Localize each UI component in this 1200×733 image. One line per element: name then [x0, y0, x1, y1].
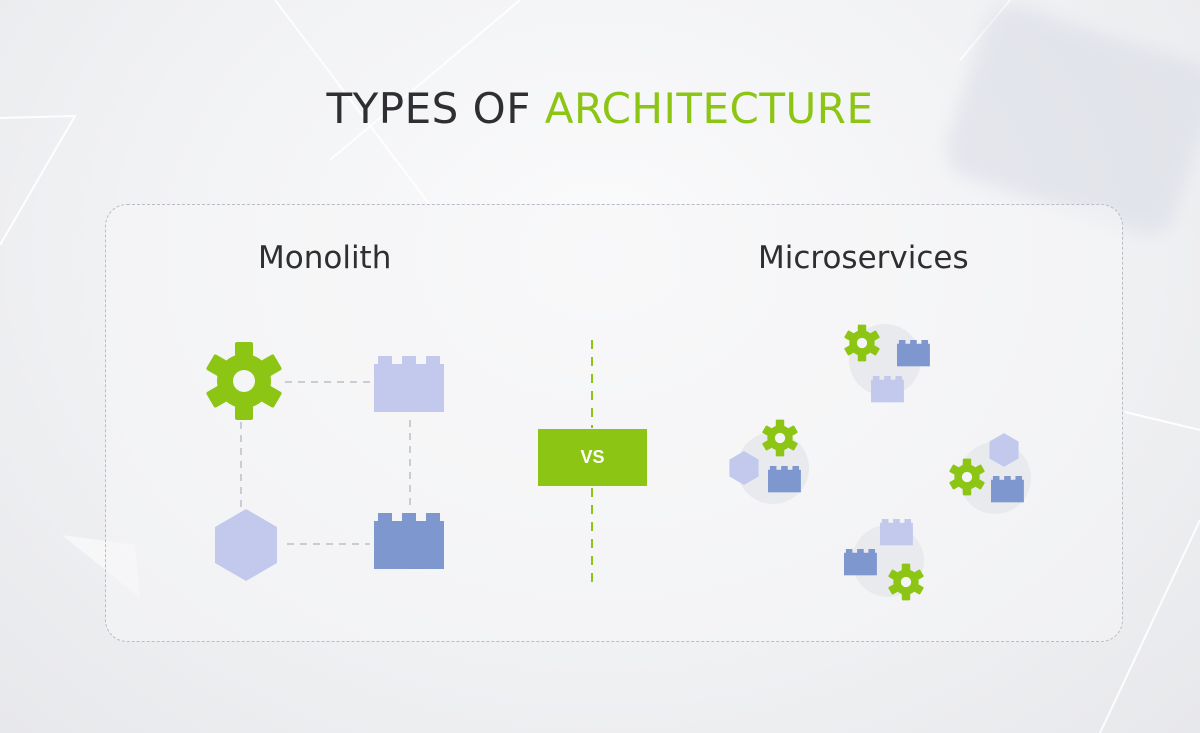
cluster-block-dark-icon [844, 549, 877, 576]
comparison-panel [105, 204, 1123, 642]
microservice-cluster [949, 433, 1031, 514]
microservices-heading: Microservices [758, 240, 969, 276]
cluster-block-light-icon [880, 519, 913, 546]
microservice-cluster [844, 324, 930, 403]
monolith-hexagon-icon [215, 509, 277, 581]
cluster-block-dark-icon [768, 466, 801, 493]
monolith-heading: Monolith [258, 240, 392, 276]
monolith-block-dark-icon [374, 513, 444, 569]
monolith-gear-icon [205, 342, 283, 420]
vs-badge: VS [538, 429, 647, 486]
cluster-block-light-icon [871, 376, 904, 403]
microservice-cluster [844, 519, 924, 601]
cluster-block-dark-icon [897, 340, 930, 367]
monolith-connectors [240, 381, 411, 545]
microservice-cluster [729, 419, 809, 504]
page-title: TYPES OF ARCHITECTURE [0, 84, 1200, 133]
title-accent: ARCHITECTURE [544, 84, 874, 133]
cluster-block-dark-icon [991, 476, 1024, 503]
monolith-block-light-icon [374, 356, 444, 412]
title-prefix: TYPES OF [326, 84, 531, 133]
